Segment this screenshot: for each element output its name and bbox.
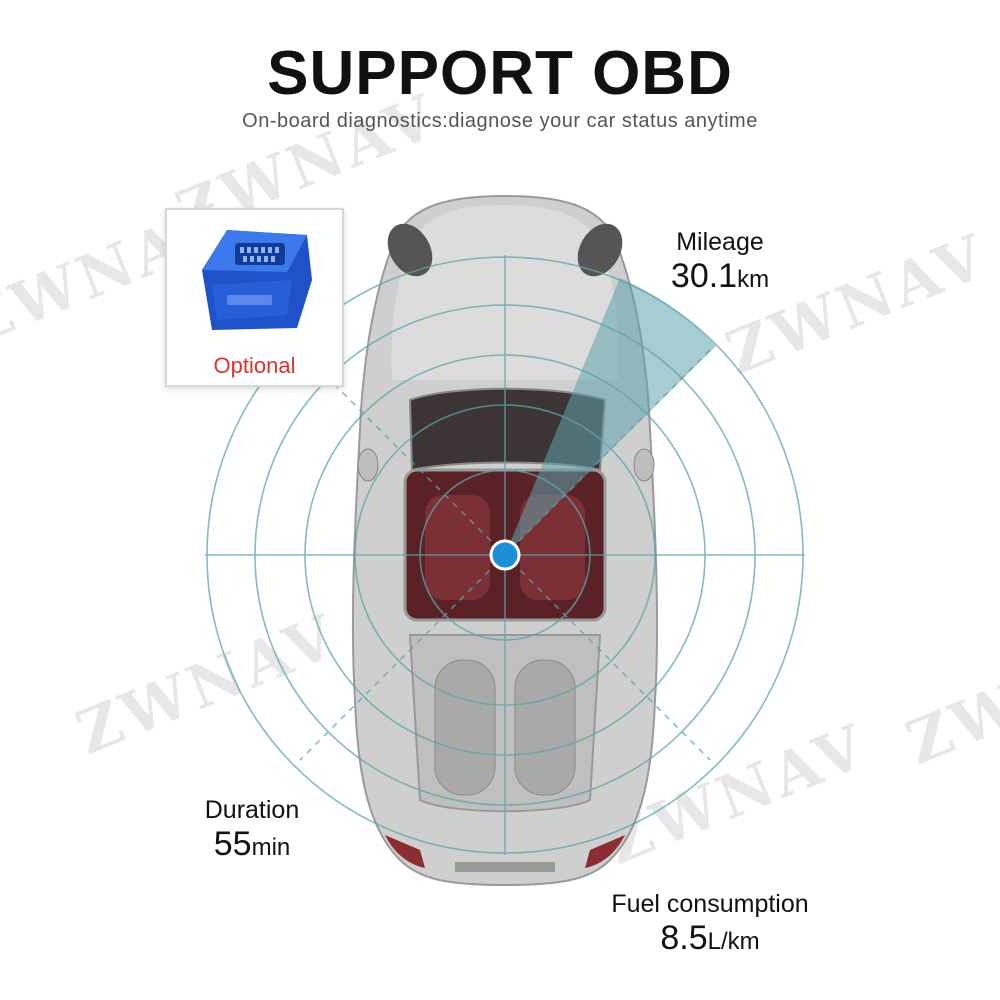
- duration-label: Duration: [204, 796, 300, 824]
- optional-label: Optional: [213, 353, 296, 378]
- fuel-value: 8.5: [660, 919, 708, 957]
- mileage-stat: Mileage 30.1km: [640, 228, 800, 296]
- location-dot: [489, 539, 521, 571]
- duration-value-line: 55min: [172, 825, 332, 864]
- page-subtitle: On-board diagnostics:diagnose your car s…: [242, 110, 758, 132]
- duration-stat: Duration 55min: [172, 796, 332, 864]
- duration-value: 55: [213, 825, 252, 863]
- mileage-label: Mileage: [676, 228, 764, 256]
- mileage-value-line: 30.1km: [640, 257, 800, 296]
- obd-adapter-card: Optional: [165, 208, 344, 387]
- radar-sweep: [505, 278, 716, 555]
- fuel-value-line: 8.5L/km: [580, 919, 840, 958]
- mileage-value: 30.1: [670, 257, 738, 295]
- fuel-unit: L/km: [707, 928, 760, 955]
- fuel-stat: Fuel consumption 8.5L/km: [580, 890, 840, 958]
- page-title: SUPPORT OBD: [267, 39, 733, 108]
- duration-unit: min: [251, 834, 291, 861]
- fuel-label: Fuel consumption: [611, 890, 809, 918]
- mileage-unit: km: [737, 266, 770, 293]
- obd-adapter-icon: [202, 230, 312, 330]
